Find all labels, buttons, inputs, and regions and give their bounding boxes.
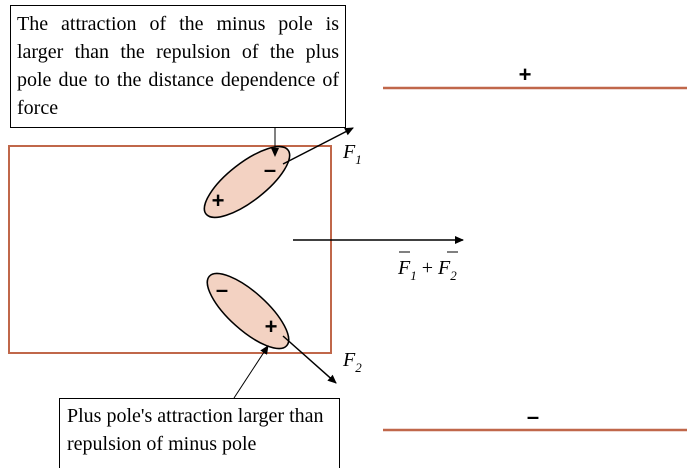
force-f2-arrow [283, 336, 336, 383]
upper-dipole: – + [194, 135, 299, 229]
positive-plate-sign: + [519, 62, 532, 87]
upper-dipole-plus: + [212, 188, 225, 213]
bottom-callout-text: Plus pole's attraction larger than repul… [67, 405, 324, 455]
resultant-force-label: F1 + F2 [397, 252, 458, 283]
negative-plate-sign: – [527, 404, 539, 429]
upper-dipole-minus: – [264, 157, 276, 182]
bottom-callout: Plus pole's attraction larger than repul… [59, 398, 340, 468]
top-callout-text: The attraction of the minus pole is larg… [17, 13, 339, 119]
svg-text:F1 + F2: F1 + F2 [397, 257, 457, 283]
lower-dipole-minus: – [216, 277, 228, 302]
top-callout: The attraction of the minus pole is larg… [10, 5, 346, 128]
force-f2-label: F2 [342, 349, 362, 375]
lower-dipole-plus: + [265, 314, 278, 339]
force-f1-label: F1 [342, 141, 362, 167]
lower-dipole: – + [197, 262, 300, 360]
